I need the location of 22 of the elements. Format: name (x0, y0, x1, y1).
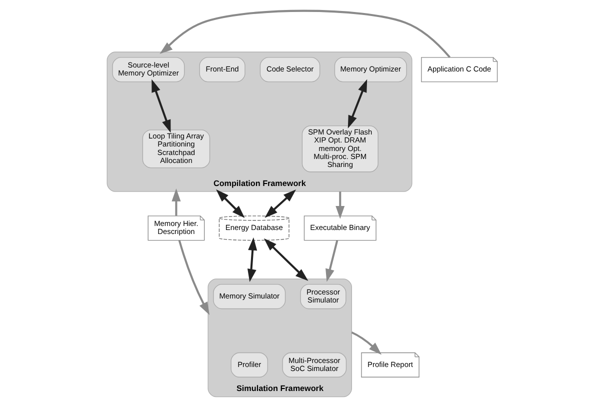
node-box: Loop Tiling Array Partitioning Scratchpad Allocation (142, 130, 210, 168)
arrow (178, 240, 210, 315)
arrow (336, 192, 345, 219)
node-box: Memory Optimizer (334, 57, 407, 82)
arrow (351, 331, 382, 355)
node-box: Code Selector (260, 57, 320, 82)
node-box: Multi-Processor SoC Simulator (282, 352, 347, 378)
arrow (152, 79, 171, 133)
arrow (216, 189, 245, 218)
arrow (326, 240, 338, 282)
arrow (264, 238, 308, 281)
arrow (264, 189, 296, 218)
node-box: Front-End (199, 57, 246, 82)
node-box: Profiler (230, 352, 268, 378)
node-box: Processor Simulator (300, 284, 346, 310)
arrow (247, 237, 258, 282)
node-box: SPM Overlay Flash XIP Opt. DRAM memory Opt. Multi-proc. SPM Sharing (302, 126, 378, 172)
arrow (160, 10, 451, 58)
node-box: Source-level Memory Optimizer (112, 57, 185, 82)
node-box: Memory Simulator (213, 284, 286, 310)
arrow (348, 79, 368, 128)
arrow (172, 188, 181, 216)
